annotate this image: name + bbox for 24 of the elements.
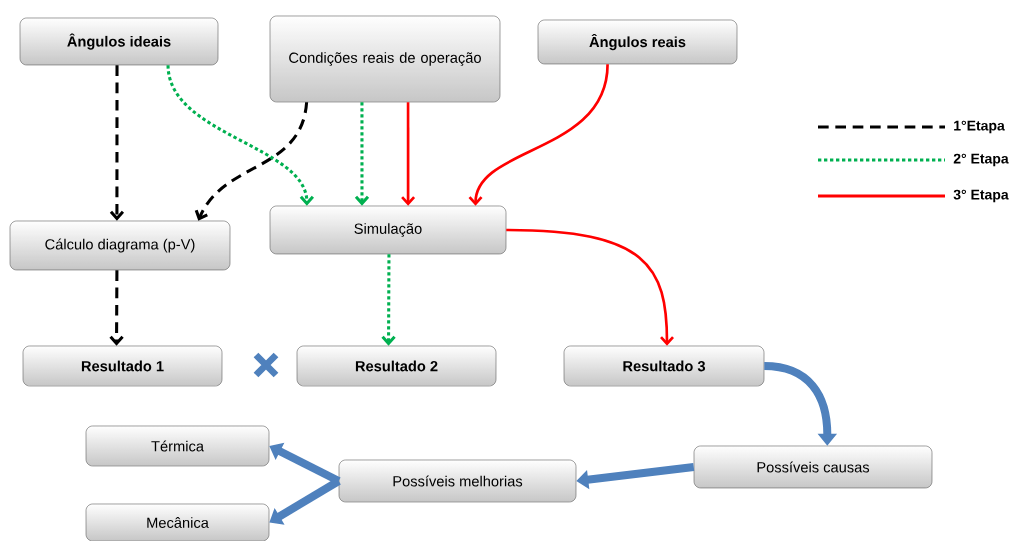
arrow: [381, 254, 396, 346]
arrow: [506, 228, 674, 346]
process-box: Ângulos ideais: [19, 17, 219, 66]
process-box: Possíveis melhorias: [338, 459, 577, 503]
legend-label: 2° Etapa: [953, 153, 1009, 167]
process-box: Resultado 1: [22, 345, 223, 387]
process-box: Térmica: [85, 425, 270, 467]
process-box: Resultado 2: [296, 345, 497, 387]
arrow: [468, 64, 609, 206]
process-box: Condições reais de operação: [269, 15, 501, 103]
arrow: [166, 65, 315, 206]
process-box: Resultado 3: [563, 345, 765, 387]
arrow: [354, 102, 370, 206]
legend-label: 1°Etapa: [954, 120, 1005, 134]
process-box: Cálculo diagrama (p-V): [9, 220, 231, 271]
legend-label: 3° Etapa: [953, 189, 1009, 203]
arrow: [109, 65, 125, 221]
arrow: [109, 270, 124, 346]
arrow: [194, 102, 309, 221]
process-box: Simulação: [269, 205, 507, 255]
arrow: [401, 102, 416, 206]
process-box: Ângulos reais: [537, 19, 738, 65]
process-box: Possíveis causas: [693, 445, 933, 489]
process-box: Mecânica: [85, 503, 270, 541]
